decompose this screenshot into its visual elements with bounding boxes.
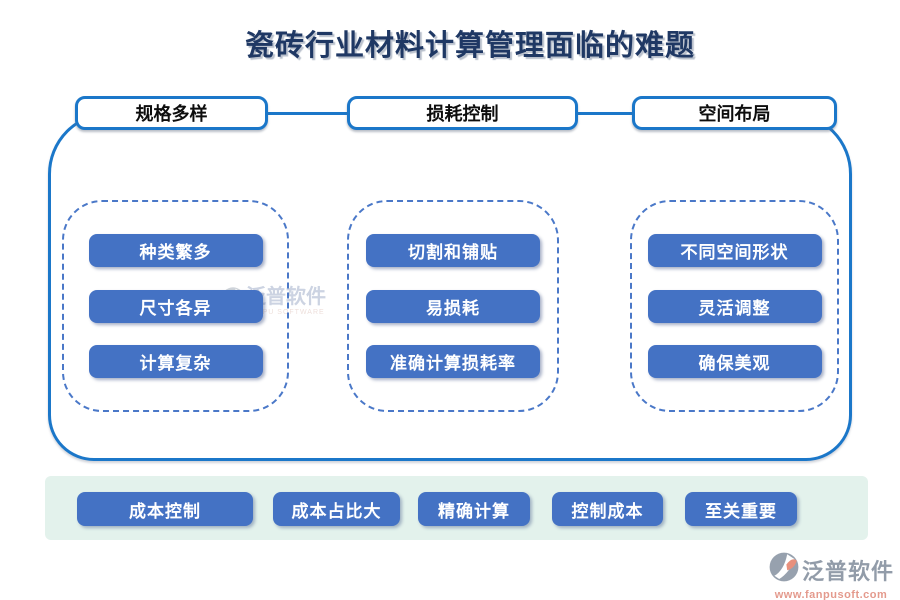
group-space-layout: 不同空间形状 灵活调整 确保美观	[630, 200, 839, 412]
footer-logo: 泛普软件 www.fanpusoft.com	[768, 551, 894, 600]
page-title: 瓷砖行业材料计算管理面临的难题	[244, 30, 695, 62]
node-flexible-adjustment: 灵活调整	[647, 289, 822, 323]
footer-brand-text: 泛普软件	[802, 558, 895, 584]
node-precise-calculation: 精确计算	[418, 492, 530, 526]
tab-loss-control: 损耗控制	[347, 96, 578, 130]
tab-spec-variety: 规格多样	[75, 96, 268, 130]
node-varied-sizes: 尺寸各异	[88, 289, 263, 323]
group-loss-control: 切割和铺贴 易损耗 准确计算损耗率	[347, 200, 559, 412]
footer-url: www.fanpusoft.com	[774, 589, 888, 600]
node-different-space-shapes: 不同空间形状	[647, 234, 822, 268]
node-control-cost: 控制成本	[552, 492, 663, 526]
node-ensure-aesthetics: 确保美观	[647, 344, 822, 378]
node-large-cost-share: 成本占比大	[273, 492, 400, 526]
watermark-subtext: FANPU SOFTWARE	[246, 309, 325, 316]
node-easy-loss: 易损耗	[366, 289, 540, 323]
tab-space-layout: 空间布局	[632, 96, 837, 130]
node-cost-control: 成本控制	[77, 492, 253, 526]
group-spec-variety: 种类繁多 尺寸各异 计算复杂	[62, 200, 289, 412]
main-frame	[48, 112, 852, 461]
node-cutting-paving: 切割和铺贴	[366, 234, 540, 268]
fanpu-logo-icon	[768, 551, 800, 588]
node-critically-important: 至关重要	[685, 492, 797, 526]
node-many-types: 种类繁多	[88, 234, 263, 268]
node-accurate-loss-rate: 准确计算损耗率	[366, 344, 540, 378]
node-complex-calculation: 计算复杂	[88, 344, 263, 378]
watermark-brand: 泛普软件	[246, 286, 326, 308]
